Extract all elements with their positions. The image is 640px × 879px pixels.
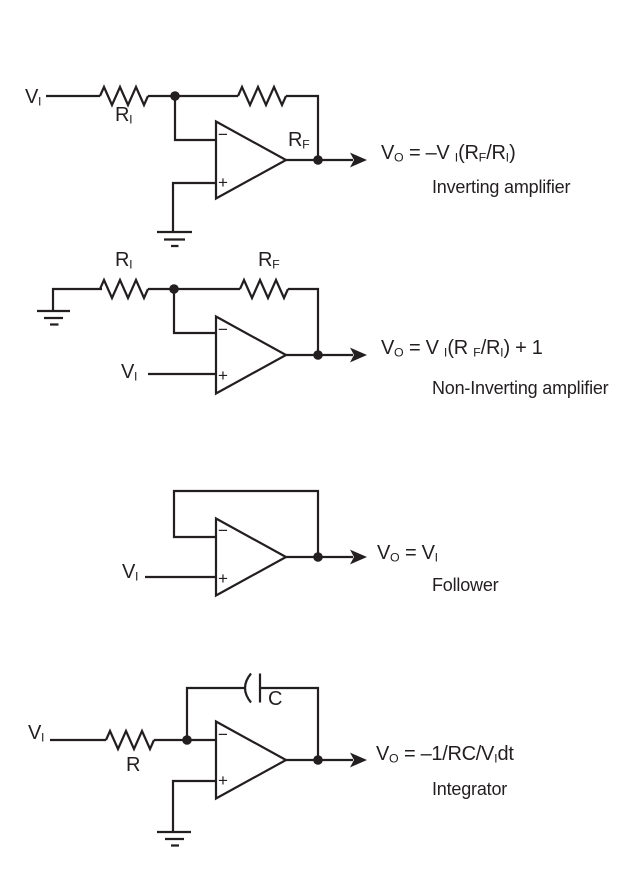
node-dot bbox=[182, 735, 192, 745]
feedback-wire-left bbox=[185, 686, 246, 740]
opamp-minus-sign: − bbox=[218, 320, 228, 339]
noninverting-input-wire bbox=[171, 181, 216, 232]
inverting-amplifier-drawing bbox=[46, 84, 367, 248]
r-f-label: RF bbox=[288, 129, 310, 152]
follower-drawing bbox=[145, 489, 367, 598]
node-dot bbox=[170, 91, 180, 101]
feedback-corner-wire bbox=[286, 94, 320, 160]
r-label: R bbox=[126, 754, 141, 776]
opamp-plus-sign: + bbox=[218, 366, 228, 385]
feedback-wire-right bbox=[260, 686, 320, 760]
output-node-dot bbox=[313, 755, 323, 765]
opamp-triangle bbox=[214, 314, 289, 396]
output-arrow-icon bbox=[350, 152, 367, 168]
vin-label: VI bbox=[28, 722, 45, 745]
ground-wire bbox=[51, 287, 102, 310]
feedback-loop-wire bbox=[172, 489, 320, 557]
circuit-caption: Integrator bbox=[432, 779, 508, 799]
circuit-caption: Inverting amplifier bbox=[432, 177, 571, 197]
inverting-input-wire bbox=[172, 289, 216, 335]
non-inverting-amplifier-drawing bbox=[37, 277, 367, 396]
output-arrow-icon bbox=[350, 549, 367, 565]
capacitor-curved-plate bbox=[243, 672, 252, 704]
ground-symbol bbox=[157, 830, 191, 847]
inverting-input-wire bbox=[173, 96, 216, 142]
opamp-minus-sign: − bbox=[218, 521, 228, 540]
resistor-r-f bbox=[238, 277, 290, 301]
opamp-triangle bbox=[214, 719, 289, 801]
r-f-label: RF bbox=[258, 249, 280, 272]
output-arrow-icon bbox=[350, 347, 367, 363]
feedback-corner-wire bbox=[288, 287, 320, 355]
r-in-label: RI bbox=[115, 104, 133, 127]
vin-label: VI bbox=[121, 361, 138, 384]
vin-label: VI bbox=[25, 86, 42, 109]
opamp-plus-sign: + bbox=[218, 173, 228, 192]
opamp-triangle bbox=[214, 516, 289, 598]
r-in-label: RI bbox=[115, 249, 133, 272]
opamp-triangle bbox=[214, 119, 289, 201]
output-node-dot bbox=[313, 552, 323, 562]
circuit-caption: Follower bbox=[432, 575, 499, 595]
node-dot bbox=[169, 284, 179, 294]
opamp-minus-sign: − bbox=[218, 725, 228, 744]
opamp-minus-sign: − bbox=[218, 125, 228, 144]
resistor-r-in bbox=[98, 277, 150, 301]
opamp-plus-sign: + bbox=[218, 771, 228, 790]
ground-symbol bbox=[37, 309, 70, 326]
vin-label: VI bbox=[122, 561, 139, 584]
ground-symbol bbox=[157, 230, 192, 248]
output-equation: VO = –1/RC/VIdt bbox=[376, 743, 514, 766]
integrator-drawing bbox=[50, 672, 367, 847]
resistor-r bbox=[104, 728, 156, 752]
output-node-dot bbox=[313, 350, 323, 360]
output-equation: VO = VI bbox=[377, 542, 439, 565]
resistor-r-in bbox=[98, 84, 150, 108]
output-arrow-icon bbox=[350, 752, 367, 768]
c-label: C bbox=[268, 688, 283, 710]
circuit-caption: Non-Inverting amplifier bbox=[432, 378, 609, 398]
output-node-dot bbox=[313, 155, 323, 165]
opamp-plus-sign: + bbox=[218, 569, 228, 588]
output-equation: VO = –V I(RF/RI) bbox=[381, 142, 516, 165]
noninverting-input-wire bbox=[171, 779, 216, 831]
output-equation: VO = V I(R F/RI) + 1 bbox=[381, 337, 543, 360]
resistor-r-f bbox=[236, 84, 288, 108]
